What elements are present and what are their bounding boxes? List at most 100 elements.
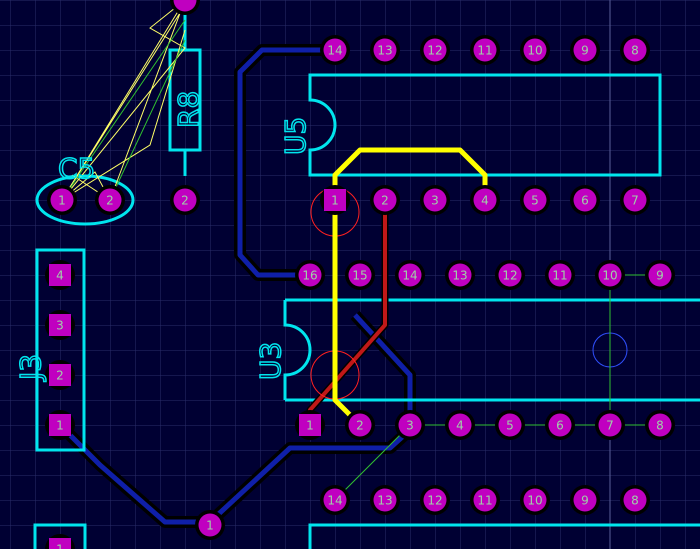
j3-pin-2-label: 2 (56, 369, 64, 383)
u3-pin-8-label: 8 (656, 419, 664, 433)
unext-pin-10-label: 10 (527, 494, 542, 508)
j3-pin-2[interactable]: 2 (45, 360, 75, 390)
designators: U5 U3 J3 C5 R8 (13, 90, 313, 383)
r8-pin-top[interactable] (170, 0, 200, 15)
unext-pin-14[interactable]: 14 (320, 485, 350, 515)
unext-pin-12[interactable]: 12 (420, 485, 450, 515)
u3-pin-9[interactable]: 9 (645, 260, 675, 290)
u5-pin-4[interactable]: 4 (470, 185, 500, 215)
u3-pin-6[interactable]: 6 (545, 410, 575, 440)
c5-outline[interactable] (35, 174, 135, 226)
u5-pin-14[interactable]: 14 (320, 35, 350, 65)
unext-pin-12-label: 12 (427, 494, 442, 508)
u3-pin-11-label: 11 (552, 269, 567, 283)
u5-pin-6[interactable]: 6 (570, 185, 600, 215)
u3-pin-16[interactable]: 16 (295, 260, 325, 290)
u3-designator: U3 (254, 342, 287, 380)
u5-pin-12[interactable]: 12 (420, 35, 450, 65)
ratsnest-yellow (61, 0, 186, 201)
u3-pin-4-label: 4 (456, 419, 464, 433)
j3-pin-4-label: 4 (56, 269, 64, 283)
u5-pin-11-label: 11 (477, 44, 492, 58)
u3-pin-14[interactable]: 14 (395, 260, 425, 290)
u3-pin-1[interactable]: 1 (295, 410, 325, 440)
u3-pin-10[interactable]: 10 (595, 260, 625, 290)
j3-pin-1-label: 1 (56, 419, 64, 433)
r8-designator: R8 (172, 91, 205, 128)
yellow-trace[interactable] (332, 147, 488, 428)
r8-pin-2[interactable]: 2 (170, 185, 200, 215)
u3-pin-15[interactable]: 15 (345, 260, 375, 290)
u5-pin-13[interactable]: 13 (370, 35, 400, 65)
u3-pin-8[interactable]: 8 (645, 410, 675, 440)
u5-pin-8-label: 8 (631, 44, 639, 58)
u5-outline[interactable] (308, 73, 662, 177)
j3-designator: J3 (14, 354, 47, 382)
u5-pin-1[interactable]: 1 (320, 185, 350, 215)
u5-pin-6-label: 6 (581, 194, 589, 208)
u3-outline[interactable] (283, 298, 700, 402)
u3-pin-13[interactable]: 13 (445, 260, 475, 290)
u5-pin-1-label: 1 (331, 194, 339, 208)
silkscreen (33, 0, 700, 549)
c5-pin-1[interactable]: 1 (47, 185, 77, 215)
u5-pin-10-label: 10 (527, 44, 542, 58)
u5-designator: U5 (279, 117, 312, 155)
u5-pin-8[interactable]: 8 (620, 35, 650, 65)
unext-pin-11-label: 11 (477, 494, 492, 508)
u3-pin-11[interactable]: 11 (545, 260, 575, 290)
u-next-outline[interactable] (308, 523, 700, 549)
unext-pin-8-label: 8 (631, 494, 639, 508)
j3-pin-4[interactable]: 4 (45, 260, 75, 290)
u3-pin-5[interactable]: 5 (495, 410, 525, 440)
c5-designator: C5 (58, 152, 95, 185)
u5-pin-3-label: 3 (431, 194, 439, 208)
yellow-copper-trace[interactable] (332, 147, 488, 428)
u5-pin-7-label: 7 (631, 194, 639, 208)
bottom-left-pad[interactable]: 1 (45, 534, 75, 549)
u3-pin-7[interactable]: 7 (595, 410, 625, 440)
extra-pad[interactable]: 1 (195, 510, 225, 540)
j3-outline[interactable] (35, 248, 86, 452)
j3-pin-1[interactable]: 1 (45, 410, 75, 440)
u5-pin-11[interactable]: 11 (470, 35, 500, 65)
u5-pin-14-label: 14 (327, 44, 342, 58)
unext-pin-11[interactable]: 11 (470, 485, 500, 515)
u3-pin-7-label: 7 (606, 419, 614, 433)
u3-pin-2[interactable]: 2 (345, 410, 375, 440)
c5-pin-2-label: 2 (106, 194, 114, 208)
bottom-trace-u5-u3[interactable] (237, 47, 335, 278)
u5-pin-7[interactable]: 7 (620, 185, 650, 215)
u3-pin-9-label: 9 (656, 269, 664, 283)
c5-pin-2[interactable]: 2 (95, 185, 125, 215)
bottom-left-outline[interactable] (33, 523, 87, 549)
u5-pin-2[interactable]: 2 (370, 185, 400, 215)
bottom-copper-traces[interactable] (55, 44, 416, 528)
unext-pin-13[interactable]: 13 (370, 485, 400, 515)
unext-pin-9-label: 9 (581, 494, 589, 508)
u5-pin-10[interactable]: 10 (520, 35, 550, 65)
u3-pin-12[interactable]: 12 (495, 260, 525, 290)
unext-pin-9[interactable]: 9 (570, 485, 600, 515)
ratsnest-green-c5 (61, 19, 186, 201)
u5-pin-9[interactable]: 9 (570, 35, 600, 65)
u3-pin-10-label: 10 (602, 269, 617, 283)
u3-pin-4[interactable]: 4 (445, 410, 475, 440)
j3-pin-3[interactable]: 3 (45, 310, 75, 340)
u3-pin-3[interactable]: 3 (395, 410, 425, 440)
u3-pin-12-label: 12 (502, 269, 517, 283)
u3-pin-3-label: 3 (406, 419, 414, 433)
c5-pin-1-label: 1 (58, 194, 66, 208)
u3-pin-2-label: 2 (356, 419, 364, 433)
j3-pin-3-label: 3 (56, 319, 64, 333)
u5-pin-9-label: 9 (581, 44, 589, 58)
unext-pin-10[interactable]: 10 (520, 485, 550, 515)
bottom-trace-j3-u3[interactable] (58, 313, 413, 525)
u5-pin-3[interactable]: 3 (420, 185, 450, 215)
extra-pad-label: 1 (206, 519, 214, 533)
unext-pin-8[interactable]: 8 (620, 485, 650, 515)
u5-pin-5[interactable]: 5 (520, 185, 550, 215)
u5-pin-2-label: 2 (381, 194, 389, 208)
